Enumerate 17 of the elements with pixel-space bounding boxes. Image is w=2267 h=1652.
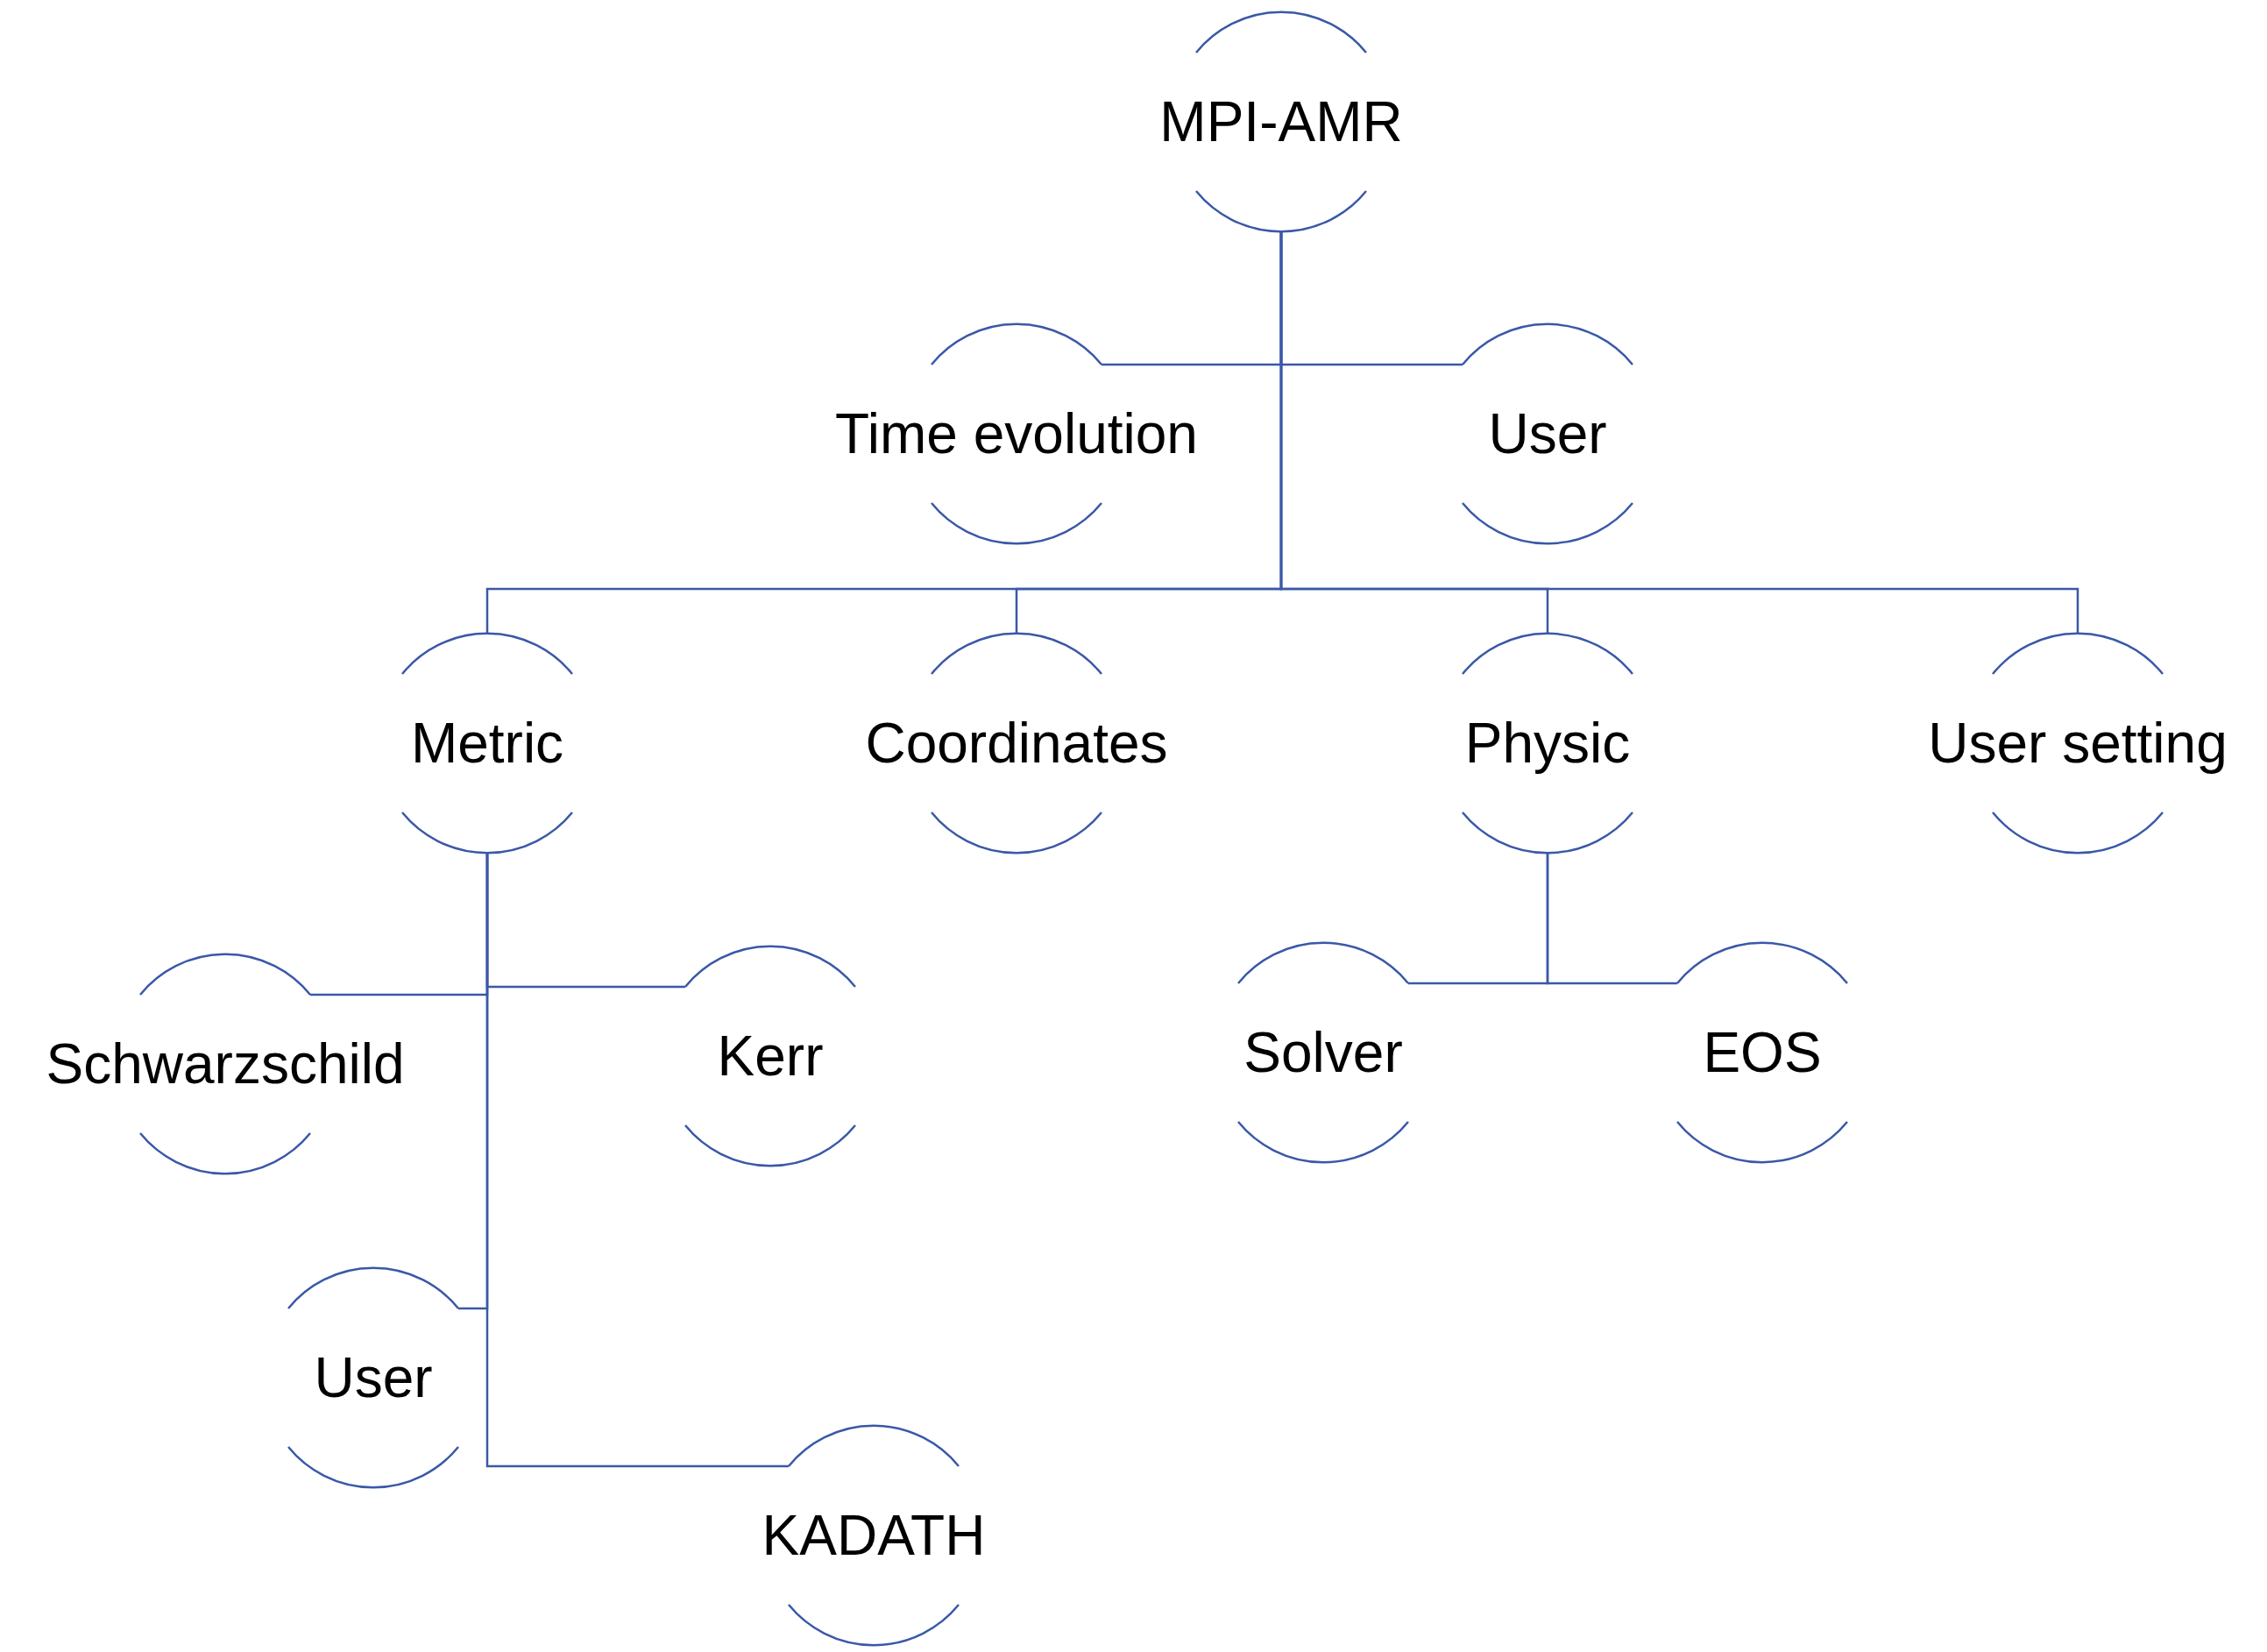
node-label: Metric	[410, 712, 564, 775]
connector-line	[1279, 231, 2079, 634]
connector-line	[485, 853, 789, 1468]
node-label: User setting	[1928, 712, 2228, 775]
node-label: Solver	[1243, 1021, 1403, 1084]
node-label: User	[1488, 402, 1607, 465]
node-label: Kerr	[717, 1025, 824, 1088]
node-label: EOS	[1703, 1021, 1822, 1084]
node-label: Schwarzschild	[46, 1032, 405, 1095]
node-label: Coordinates	[865, 712, 1168, 775]
node-label: Physic	[1464, 712, 1631, 775]
arc-circle-node	[764, 1426, 983, 1645]
connector-line	[1546, 853, 1677, 985]
node-label: Time evolution	[835, 402, 1198, 465]
node-label: MPI-AMR	[1159, 90, 1403, 153]
node-label: KADATH	[762, 1504, 986, 1567]
node-label: User	[314, 1346, 433, 1409]
